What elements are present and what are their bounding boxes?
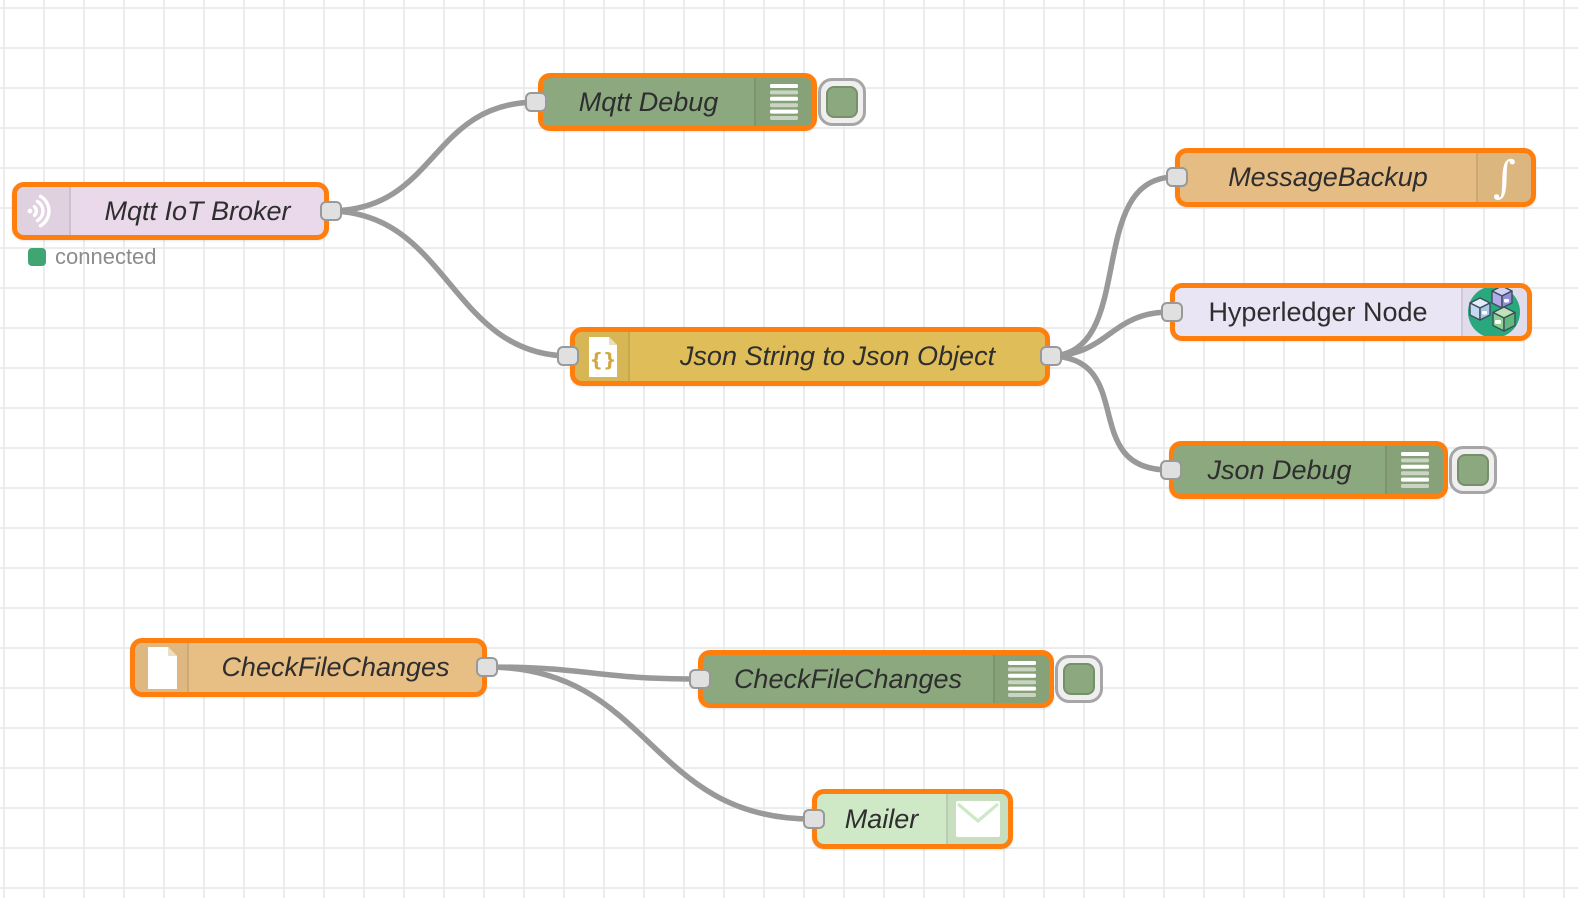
port-output-json-converter[interactable] xyxy=(1040,346,1062,366)
node-icon-area: {} xyxy=(575,332,630,381)
node-icon-area xyxy=(1461,288,1527,336)
wire-json-converter-to-hyperledger[interactable] xyxy=(1046,309,1173,359)
node-mqtt-broker[interactable]: Mqtt IoT Broker xyxy=(12,182,329,240)
node-label: CheckFileChanges xyxy=(221,652,450,682)
svg-text:{}: {} xyxy=(589,349,616,371)
debug-toggle-state xyxy=(1457,454,1489,486)
port-output-mqtt-broker[interactable] xyxy=(320,201,342,221)
node-label: Json String to Json Object xyxy=(679,341,996,371)
port-input-mailer[interactable] xyxy=(803,809,825,829)
node-icon-area xyxy=(754,78,812,126)
debug-list-icon xyxy=(1008,661,1036,697)
node-label: CheckFileChanges xyxy=(733,663,963,694)
node-status: connected xyxy=(28,244,157,270)
node-hyperledger[interactable]: Hyperledger Node xyxy=(1170,283,1532,341)
node-json-converter[interactable]: {} Json String to Json Object xyxy=(570,327,1050,386)
port-input-json-debug[interactable] xyxy=(1160,460,1182,480)
node-label: Mailer xyxy=(844,803,919,834)
status-text: connected xyxy=(55,244,157,269)
hyperledger-cubes-icon xyxy=(1468,288,1520,336)
node-file-debug[interactable]: CheckFileChanges xyxy=(698,650,1054,708)
node-json-debug[interactable]: Json Debug xyxy=(1169,441,1448,499)
debug-list-icon xyxy=(1401,452,1429,488)
port-input-message-backup[interactable] xyxy=(1166,167,1188,187)
debug-list-icon xyxy=(770,84,798,120)
wire-json-converter-to-json-debug[interactable] xyxy=(1046,353,1172,473)
port-input-file-debug[interactable] xyxy=(689,669,711,689)
status-dot xyxy=(28,248,46,266)
node-label: Mqtt IoT Broker xyxy=(104,195,291,226)
wire-mqtt-broker-to-mqtt-debug[interactable] xyxy=(326,99,541,214)
port-output-file-watch[interactable] xyxy=(476,657,498,677)
node-icon-area xyxy=(17,187,71,235)
debug-toggle-button[interactable] xyxy=(818,78,866,126)
node-label: Hyperledger Node xyxy=(1208,296,1428,327)
node-label: MessageBackup xyxy=(1228,162,1428,192)
node-icon-area xyxy=(946,794,1008,844)
function-icon: ∫ xyxy=(1493,151,1516,203)
json-file-icon: {} xyxy=(588,336,617,377)
node-message-backup[interactable]: MessageBackup ∫ xyxy=(1175,148,1536,207)
debug-toggle-button[interactable] xyxy=(1449,446,1497,494)
file-icon xyxy=(148,646,177,689)
port-input-hyperledger[interactable] xyxy=(1161,302,1183,322)
wire-file-watch-to-mailer[interactable] xyxy=(484,664,815,822)
wire-json-converter-to-message-backup[interactable] xyxy=(1046,174,1178,359)
port-input-mqtt-debug[interactable] xyxy=(525,92,547,112)
wire-mqtt-broker-to-json-converter[interactable] xyxy=(326,208,573,359)
node-mailer[interactable]: Mailer xyxy=(812,789,1013,849)
node-mqtt-debug[interactable]: Mqtt Debug xyxy=(538,73,817,131)
node-label: Mqtt Debug xyxy=(578,86,719,117)
debug-toggle-button[interactable] xyxy=(1055,655,1103,703)
node-icon-area: ∫ xyxy=(1476,153,1531,202)
node-icon-area xyxy=(135,643,189,692)
envelope-icon xyxy=(956,801,1000,837)
debug-toggle-state xyxy=(826,86,858,118)
node-label: Json Debug xyxy=(1207,454,1352,485)
node-icon-area xyxy=(1385,446,1443,494)
wifi-signal-icon xyxy=(27,194,51,228)
debug-toggle-state xyxy=(1063,663,1095,695)
port-input-json-converter[interactable] xyxy=(557,346,579,366)
node-icon-area xyxy=(993,655,1049,703)
node-file-watch[interactable]: CheckFileChanges xyxy=(130,638,487,697)
